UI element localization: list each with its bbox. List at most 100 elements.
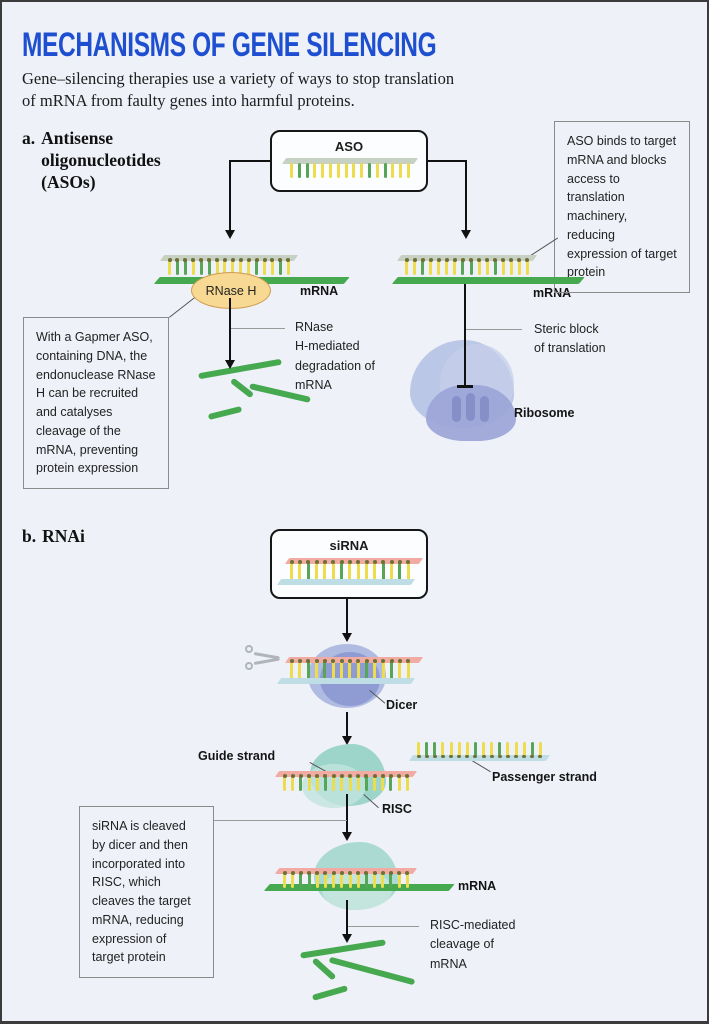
branch-line-left [230,160,270,162]
base-tick [348,871,352,888]
base-tick [175,258,180,275]
base-tick [339,774,344,791]
base-tick [254,258,259,275]
base-tick [290,163,293,178]
mrna-fragment [198,358,282,380]
ribosome-channel-mark [466,393,475,421]
cleavage-pointer-line [347,926,419,927]
cleavage-arrow-line [346,900,348,934]
base-tick [278,258,283,275]
base-tick [328,163,332,178]
base-tick [449,742,453,758]
aso-box-label: ASO [334,139,364,154]
base-tick [424,742,429,758]
base-tick [416,742,421,758]
mrna-fragment [328,956,416,986]
base-tick [489,742,494,758]
gapmer-note-box: With a Gapmer ASO, containing DNA, the e… [23,317,169,489]
ribosome-channel-mark [480,396,489,422]
base-tick [469,258,473,275]
base-tick [199,258,204,275]
dicer-label: Dicer [386,698,418,712]
mrna-label-left: mRNA [300,284,339,298]
base-tick [412,258,417,275]
section-a-title: Antisense oligonucleotides (ASOs) [41,128,161,192]
base-tick [391,163,395,178]
arrowhead-left [225,230,235,239]
base-tick [367,163,371,178]
sirna-note-connector-line [214,820,347,821]
base-tick [388,774,393,791]
base-tick [282,871,287,888]
base-tick [405,871,410,888]
rnaseh-enzyme: RNase H [191,272,271,309]
risc-label: RISC [382,802,412,816]
steric-block-tbar [457,385,473,388]
base-tick [246,258,251,275]
base-tick [290,871,295,888]
sirna-to-dicer-arrow-line [346,599,348,633]
base-tick [286,258,291,275]
base-tick [397,774,402,791]
base-tick [383,163,387,178]
base-tick [428,258,433,275]
base-tick [313,163,317,178]
degradation-arrowhead [225,360,235,369]
base-tick [485,258,490,275]
aso-bases [404,258,530,275]
base-tick [522,742,527,758]
base-tick [348,774,352,791]
aso-strand-illustration [281,158,419,184]
base-tick [473,742,478,758]
base-tick [215,258,220,275]
base-tick [420,258,425,275]
cleavage-label: RISC-mediated cleavage of mRNA [430,918,516,971]
base-tick [530,742,535,758]
base-tick [262,258,267,275]
section-b-heading: b. RNAi [22,526,174,548]
risc-to-mrna-arrowhead [342,832,352,841]
sirna-duplex-illustration [276,558,424,585]
base-tick [222,258,227,275]
sirna-note-box: siRNA is cleaved by dicer and then incor… [79,806,214,978]
sirna-box-label: siRNA [329,538,369,553]
base-tick [305,163,309,178]
base-tick [315,871,320,888]
passenger-strand [408,740,551,766]
base-tick [477,258,482,275]
mrna-fragment [311,985,349,1001]
base-tick [388,871,393,888]
base-tick [514,742,518,758]
base-tick [297,163,301,178]
duplex-antisense-backbone [276,678,416,684]
degradation-label: RNase H-mediated degradation of mRNA [295,320,375,393]
base-tick [344,163,348,178]
base-tick [307,871,312,888]
base-tick [444,258,449,275]
base-tick [323,871,328,888]
base-tick [497,742,502,758]
section-a-heading: a. Antisense oligonucleotides (ASOs) [22,128,173,194]
base-tick [364,774,369,791]
bound-aso-strand-left [159,255,299,281]
base-tick [290,774,295,791]
base-tick [372,774,377,791]
page-subtitle: Gene–silencing therapies use a variety o… [22,69,455,111]
dicer-to-risc-arrowhead [342,736,352,745]
ribosome-label: Ribosome [514,406,575,420]
degradation-arrow-line [229,298,231,360]
base-tick [517,258,522,275]
base-tick [452,258,457,275]
guide-bases [282,774,410,791]
base-tick [321,163,325,178]
base-tick [501,258,506,275]
base-tick [380,871,385,888]
passenger-bases [416,742,543,758]
base-tick [432,742,437,758]
sirna-to-dicer-arrowhead [342,633,352,642]
mrna-label-right: mRNA [533,286,572,300]
section-b-title: RNAi [42,526,85,546]
base-tick [538,742,543,758]
base-tick [191,258,196,275]
base-tick [230,258,235,275]
